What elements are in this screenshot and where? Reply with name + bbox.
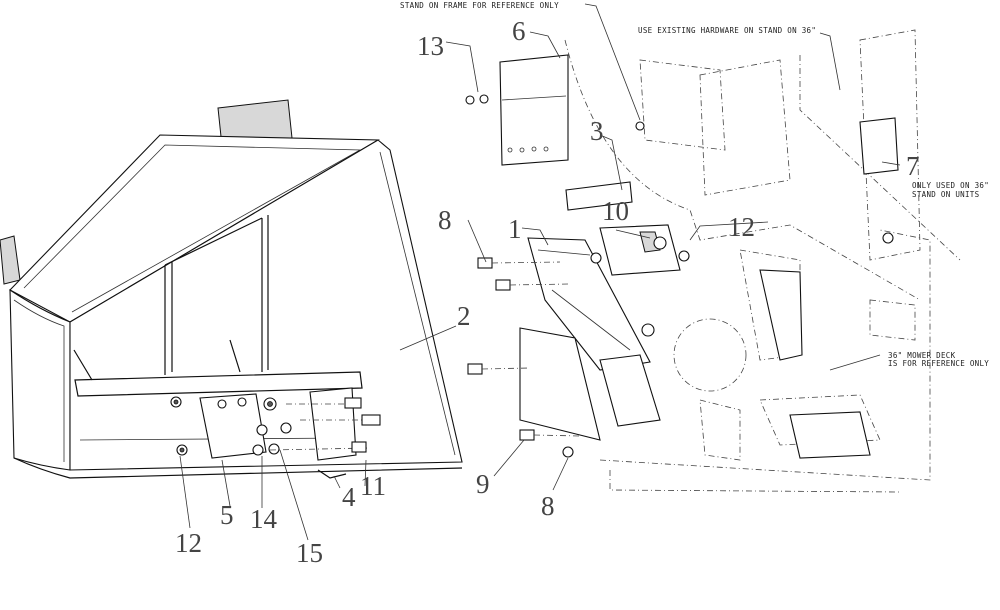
plate-holes — [507, 146, 549, 153]
note-only-used-line1: ONLY USED ON 36" — [912, 181, 989, 190]
frame-fasteners — [467, 121, 894, 458]
note-deck-line2: IS FOR REFERENCE ONLY — [888, 359, 989, 368]
callout-4: 4 — [342, 482, 356, 512]
note-deck-line1: 36" MOWER DECK — [888, 351, 956, 360]
callout-numbers: 13 6 3 8 1 10 12 7 2 9 8 11 4 5 14 15 12 — [175, 16, 920, 568]
hopper-fasteners — [170, 396, 381, 456]
leader-lines — [179, 3, 901, 541]
callout-12-left: 12 — [175, 528, 202, 558]
callout-1: 1 — [508, 214, 522, 244]
hopper-assembly — [0, 99, 463, 479]
callout-3: 3 — [590, 116, 604, 146]
callout-2: 2 — [457, 301, 471, 331]
note-existing-hardware: USE EXISTING HARDWARE ON STAND ON 36" — [638, 26, 816, 35]
callout-13: 13 — [417, 31, 444, 61]
callout-8-bottom: 8 — [541, 491, 555, 521]
callout-10: 10 — [602, 196, 629, 226]
note-only-used-line2: STAND ON UNITS — [912, 190, 980, 199]
note-frame-reference: STAND ON FRAME FOR REFERENCE ONLY — [400, 1, 559, 10]
callout-14: 14 — [250, 504, 278, 534]
callout-9: 9 — [476, 469, 490, 499]
callout-6: 6 — [512, 16, 526, 46]
notes: STAND ON FRAME FOR REFERENCE ONLY USE EX… — [400, 1, 989, 368]
callout-5: 5 — [220, 500, 234, 530]
callout-11: 11 — [360, 471, 386, 501]
callout-15: 15 — [296, 538, 323, 568]
callout-7: 7 — [906, 151, 920, 181]
callout-12-right: 12 — [728, 212, 755, 242]
frame-assembly — [465, 29, 961, 493]
callout-8-top: 8 — [438, 205, 452, 235]
